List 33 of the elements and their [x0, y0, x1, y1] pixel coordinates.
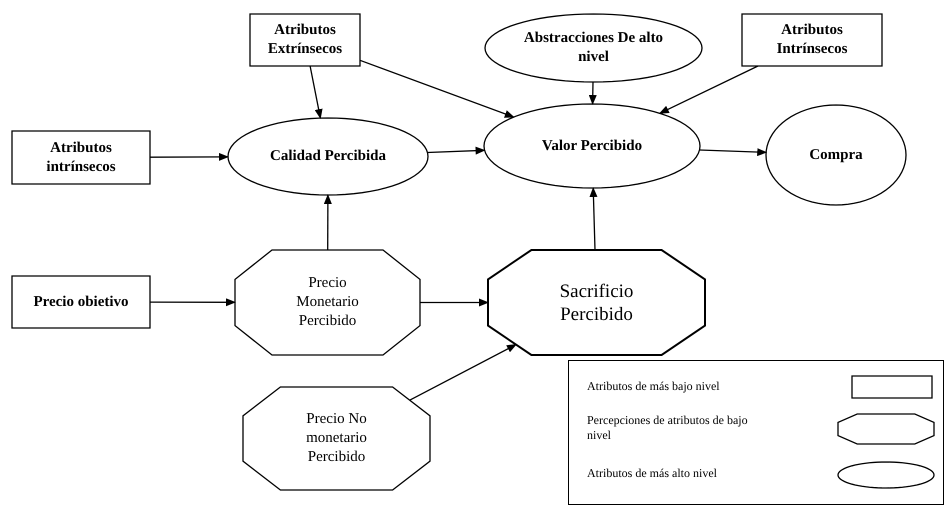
node-label: Calidad Percibida	[270, 147, 386, 166]
node-label: Atributos Extrínsecos	[266, 21, 344, 59]
node-label: Atributos intrínsecos	[45, 138, 117, 176]
node-label: Precio obietivo	[33, 292, 129, 312]
arrow	[360, 60, 515, 118]
node-label: Abstracciones De alto nivel	[522, 29, 664, 67]
arrow	[150, 152, 229, 161]
node-label: Sacrificio Percibido	[558, 280, 634, 326]
arrow	[589, 187, 598, 250]
attribute-box	[250, 14, 360, 66]
attribute-box	[12, 276, 150, 328]
arrow	[150, 298, 236, 306]
arrow	[699, 148, 768, 156]
legend-label: Percepciones de atributos de bajo nivel	[587, 413, 749, 443]
arrow	[427, 146, 486, 155]
node-label: Precio Monetario Percibido	[295, 274, 360, 331]
arrow	[658, 65, 758, 114]
attribute-box	[12, 131, 150, 184]
legend-label: Atributos de más alto nivel	[587, 466, 718, 481]
legend-label: Atributos de más bajo nivel	[587, 379, 721, 394]
node-label: Compra	[809, 146, 863, 164]
arrow	[420, 298, 489, 306]
perception-octagon	[488, 250, 705, 355]
arrow	[409, 344, 517, 401]
node-label: Valor Percibido	[542, 136, 642, 156]
arrow	[324, 194, 332, 250]
node-label: Atributos Intrínsecos	[776, 21, 848, 59]
perception-octagon	[235, 250, 420, 355]
perception-octagon	[243, 387, 430, 490]
arrow	[588, 82, 597, 105]
arrow	[309, 66, 323, 120]
node-label: Precio No monetario Percibido	[305, 410, 368, 467]
attribute-box	[742, 14, 882, 66]
